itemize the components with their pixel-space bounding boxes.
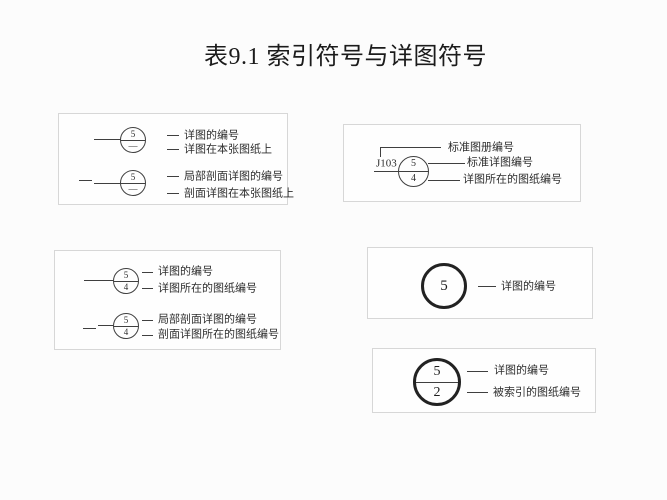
callout-dash	[142, 288, 153, 289]
detail-number: 5	[123, 269, 129, 280]
sheet-number: 4	[411, 172, 416, 184]
detail-number: 5	[130, 171, 136, 182]
sheet-number: 4	[123, 326, 129, 337]
leader-line	[98, 325, 113, 326]
callout-dash	[167, 135, 179, 136]
detail-symbol-circle: 5 2	[413, 358, 461, 406]
callout-dash	[167, 193, 179, 194]
callout-dash	[142, 272, 153, 273]
circle-divider-line	[114, 325, 138, 327]
detail-number: 5	[411, 158, 416, 170]
section-cut-dash	[79, 180, 92, 181]
index-circle: 5 4	[113, 268, 139, 294]
sheet-number: 4	[123, 281, 129, 292]
callout-dash	[142, 320, 153, 321]
indexed-sheet-number: 2	[433, 384, 441, 400]
detail-number: 5	[440, 277, 448, 294]
detail-symbol-circle: 5	[421, 263, 467, 309]
callout-dash	[467, 371, 488, 372]
leader-line	[94, 139, 121, 140]
callout-label: 局部剖面详图的编号	[158, 313, 257, 326]
callout-label: 详图的编号	[184, 129, 239, 142]
index-circle: 5 4	[113, 313, 139, 339]
detail-number: 5	[123, 314, 129, 325]
same-sheet-dash: —	[128, 183, 138, 194]
callout-label: 详图所在的图纸编号	[463, 173, 562, 186]
same-sheet-dash: —	[128, 140, 138, 151]
circle-divider-line	[121, 139, 145, 141]
index-circle: 5 —	[120, 127, 146, 153]
callout-dash	[142, 335, 153, 336]
callout-dash	[167, 176, 179, 177]
callout-label: 剖面详图所在的图纸编号	[158, 328, 279, 341]
callout-label: 局部剖面详图的编号	[184, 170, 283, 183]
index-circle: 5 —	[120, 170, 146, 196]
panel-detail-same-sheet: 5 — 详图的编号 详图在本张图纸上 5 — 局部剖面详图的编号 剖面详图在本张…	[58, 113, 294, 205]
circle-divider-line	[114, 280, 138, 282]
circle-divider-line	[121, 182, 145, 184]
callout-line	[428, 163, 465, 164]
callout-label: 详图所在的图纸编号	[158, 282, 257, 295]
detail-number: 5	[130, 128, 136, 139]
callout-dash	[167, 149, 179, 150]
callout-label: 详图的编号	[494, 364, 549, 377]
panel-detail-other-sheet: 5 4 详图的编号 详图所在的图纸编号 5 4 局部剖面详图的编号 剖面详图所在…	[54, 250, 281, 350]
figure-title: 表9.1 索引符号与详图符号	[204, 44, 487, 70]
callout-label: 详图的编号	[158, 265, 213, 278]
callout-line	[428, 180, 460, 181]
callout-dash	[467, 392, 488, 393]
panel-standard-detail: 标准图册编号 J103 5 4 标准详图编号 详图所在的图纸编号	[343, 124, 581, 202]
panel-detail-symbol: 5 详图的编号	[367, 247, 593, 319]
index-circle: 5 4	[398, 156, 429, 187]
panel-detail-symbol-indexed: 5 2 详图的编号 被索引的图纸编号	[372, 348, 596, 413]
bracket-line	[380, 147, 381, 157]
callout-label: 标准详图编号	[467, 156, 533, 169]
circle-divider-line	[416, 381, 458, 383]
callout-label: 剖面详图在本张图纸上	[184, 187, 294, 200]
section-cut-dash	[83, 328, 96, 329]
leader-line	[94, 183, 121, 184]
bracket-line	[380, 147, 441, 148]
leader-line	[374, 171, 399, 172]
detail-number: 5	[433, 363, 441, 379]
callout-label: 标准图册编号	[448, 141, 514, 154]
leader-line	[84, 280, 113, 281]
circle-divider-line	[399, 171, 428, 172]
callout-dash	[478, 286, 496, 287]
callout-label: 被索引的图纸编号	[493, 386, 581, 399]
standard-atlas-code: J103	[376, 157, 397, 170]
callout-label: 详图的编号	[501, 280, 556, 293]
callout-label: 详图在本张图纸上	[184, 143, 272, 156]
